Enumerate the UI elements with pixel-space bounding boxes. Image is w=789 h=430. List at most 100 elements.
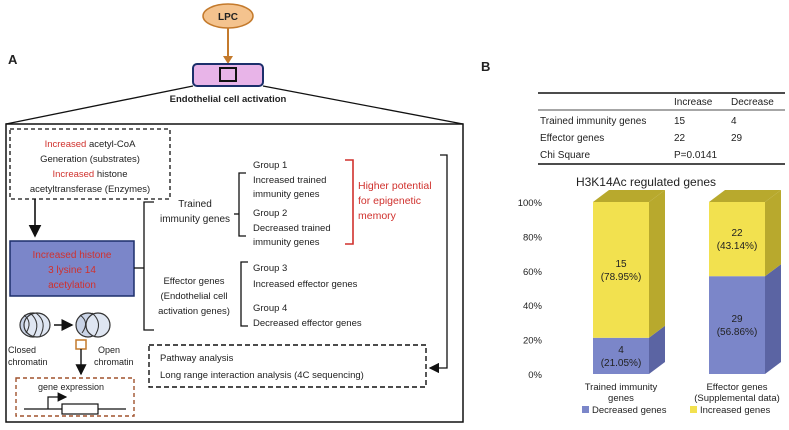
effector-label-1: Effector genes (163, 276, 224, 287)
zoom-line-left (5, 85, 194, 125)
open-region-box (75, 339, 87, 350)
bar-segment (709, 202, 765, 277)
y-tick-label: 0% (528, 370, 542, 381)
panel-a-label: A (8, 52, 18, 67)
bar-count-label: 15 (615, 259, 627, 270)
y-tick-label: 20% (523, 336, 543, 347)
zoom-line-right (262, 85, 464, 125)
group4-label: Group 4 (253, 303, 287, 314)
open-chromatin-label-2: chromatin (94, 357, 134, 367)
bar-side (765, 264, 781, 374)
group3-desc: Increased effector genes (253, 279, 358, 290)
bar-segment (593, 202, 649, 338)
effector-bracket (240, 261, 248, 327)
cell-icon (192, 63, 264, 87)
table-cell: Effector genes (540, 133, 604, 144)
acetylation-line1: Increased histone (33, 250, 112, 261)
bar-side (649, 190, 665, 338)
higher-potential-1: Higher potential (358, 180, 432, 192)
substrates-line2: Generation (substrates) (40, 154, 140, 165)
bar-side (765, 190, 781, 277)
substrates-box (9, 128, 171, 200)
group1-desc-1: Increased trained (253, 175, 326, 186)
group4-desc: Decreased effector genes (253, 318, 362, 329)
x-category-label: Effector genes (706, 382, 767, 393)
detail-box (5, 123, 464, 423)
table-cell: P=0.0141 (674, 150, 718, 161)
y-tick-label: 60% (523, 267, 543, 278)
gene-class-bracket (143, 201, 154, 331)
substrates-line1: Increased acetyl-CoA (45, 139, 136, 150)
y-tick-label: 100% (518, 198, 543, 209)
trained-bracket (238, 172, 246, 237)
y-tick-label: 80% (523, 232, 543, 243)
bar-segment (709, 276, 765, 374)
table-header-increase: Increase (674, 97, 713, 108)
group2-desc-2: immunity genes (253, 237, 320, 248)
promoter-arrow (47, 392, 68, 409)
legend-swatch (582, 406, 589, 413)
higher-potential-2: for epigenetic (358, 195, 421, 207)
closed-chromatin-label-1: Closed (8, 345, 36, 355)
legend-swatch (690, 406, 697, 413)
group3-label: Group 3 (253, 263, 287, 274)
stacked-bar-chart: 0% 20% 40% 60% 80% 100% 4 (21.05%) 15 (78.95%) 29 (… (518, 190, 781, 416)
bar-pct-label: (78.95%) (601, 272, 642, 283)
gene-expression-label: gene expression (38, 382, 104, 392)
bar-pct-label: (21.05%) (601, 358, 642, 369)
bar-side (649, 325, 665, 374)
bar-pct-label: (56.86%) (717, 327, 758, 338)
y-tick-label: 40% (523, 301, 543, 312)
table-cell: Chi Square (540, 150, 590, 161)
memory-bracket (345, 159, 354, 245)
open-chromatin-label-1: Open (98, 345, 120, 355)
long-range-analysis: Long range interaction analysis (4C sequ… (160, 370, 364, 381)
analysis-box (148, 344, 427, 388)
bar-count-label: 29 (731, 314, 743, 325)
table-cell: 29 (731, 133, 743, 144)
x-category-label: genes (608, 393, 634, 404)
acetylation-line3: acetylation (48, 280, 96, 291)
group1-desc-2: immunity genes (253, 189, 320, 200)
effector-label-2: (Endothelial cell (160, 291, 227, 302)
open-chromatin-icon (75, 312, 111, 338)
panel-a: A LPC Endothelial cell activation Increa… (5, 3, 464, 423)
trained-label-2: immunity genes (160, 214, 230, 225)
enzymes-line1: Increased histone (52, 169, 127, 180)
table-cell: Trained immunity genes (540, 116, 646, 127)
analysis-connector (428, 154, 448, 374)
legend-label: Decreased genes (592, 405, 667, 416)
panel-b: B Increase Decrease Trained immunity gen… (481, 59, 785, 416)
acetylation-box (9, 240, 135, 297)
acetylation-line2: 3 lysine 14 (48, 265, 96, 276)
bar-segment (593, 337, 649, 374)
gene-expression-box (15, 377, 135, 417)
panel-b-label: B (481, 59, 490, 74)
lpc-arrowhead (223, 56, 233, 64)
group2-desc-1: Decreased trained (253, 223, 331, 234)
bar-count-label: 22 (731, 228, 743, 239)
closed-chromatin-label-2: chromatin (8, 357, 48, 367)
bar-pct-label: (43.14%) (717, 241, 758, 252)
trained-label-1: Trained (178, 199, 212, 210)
group2-label: Group 2 (253, 208, 287, 219)
x-category-label: Trained immunity (585, 382, 658, 393)
cell-zoom-box (219, 67, 237, 82)
group1-label: Group 1 (253, 160, 287, 171)
table-cell: 15 (674, 116, 686, 127)
bar-top (709, 190, 781, 202)
closed-chromatin-icon (19, 312, 51, 338)
x-category-label: (Supplemental data) (694, 393, 780, 404)
effector-label-3: activation genes) (158, 306, 230, 317)
table-cell: 22 (674, 133, 686, 144)
enzymes-line2: acetyltransferase (Enzymes) (30, 184, 150, 195)
lpc-label: LPC (218, 12, 238, 23)
table-cell: 4 (731, 116, 737, 127)
higher-potential-3: memory (358, 210, 397, 222)
pathway-analysis: Pathway analysis (160, 353, 234, 364)
gene-body (61, 403, 99, 415)
bar-count-label: 4 (618, 345, 624, 356)
legend-label: Increased genes (700, 405, 770, 416)
activation-label: Endothelial cell activation (170, 94, 287, 105)
